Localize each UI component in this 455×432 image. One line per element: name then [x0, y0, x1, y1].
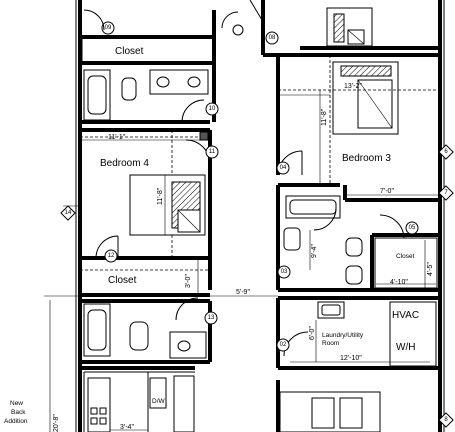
- walls: [75, 0, 445, 432]
- closet-mid-label: Closet: [108, 275, 137, 286]
- door-tag-12: 12: [104, 249, 118, 263]
- svg-text:7: 7: [444, 190, 448, 196]
- svg-text:04: 04: [280, 165, 287, 171]
- grid-tag-8: 8: [438, 412, 454, 428]
- door-tag-08: 08: [265, 31, 279, 45]
- bathroom-2: [83, 297, 207, 359]
- closet-small-label: Closet: [396, 253, 415, 260]
- water-heater-label: W/H: [396, 342, 415, 353]
- door-tag-13: 13: [204, 311, 218, 325]
- hvac-label: HVAC: [392, 310, 419, 321]
- door-tag-04: 04: [276, 161, 290, 175]
- bedroom-3-label: Bedroom 3: [342, 153, 391, 164]
- dim-hall-width: 7'-0": [380, 188, 394, 195]
- dimension-lines: [44, 90, 446, 432]
- bedroom-4-label: Bedroom 4: [100, 158, 149, 169]
- dim-closet-small-w: 4'-10": [390, 279, 408, 286]
- svg-text:13: 13: [208, 315, 215, 321]
- svg-text:05: 05: [409, 225, 416, 231]
- bathroom-3: [283, 195, 438, 289]
- addition-label-2: Back: [11, 409, 26, 416]
- addition-label-1: New: [10, 400, 23, 407]
- dim-bath-depth: 9'-4": [311, 244, 318, 258]
- svg-text:8: 8: [444, 417, 448, 423]
- bedroom-4: [80, 130, 211, 271]
- grid-tag-7: 7: [438, 185, 454, 201]
- dim-bed4-width: 11'-1": [108, 134, 126, 141]
- dishwasher-label: D/W: [152, 398, 166, 405]
- grid-tag-6: 6: [438, 144, 454, 160]
- dim-laundry-depth: 6'-0": [309, 326, 316, 340]
- door-tag-02: 02: [276, 338, 290, 352]
- laundry-room: [283, 301, 437, 367]
- svg-text:12: 12: [108, 253, 115, 259]
- door-tag-10: 10: [205, 102, 219, 116]
- bathroom-1: [83, 69, 209, 123]
- dim-closet-mid-d: 3'-0": [185, 274, 192, 288]
- svg-text:6: 6: [444, 149, 448, 155]
- door-tag-11: 11: [205, 145, 219, 159]
- dim-laundry-width: 12'-10": [340, 355, 362, 362]
- door-tag-03: 03: [277, 265, 291, 279]
- dim-closet-small-d: 4'-5": [427, 262, 434, 276]
- dim-kitchen-w: 3'-4": [120, 424, 134, 431]
- grid-tag-14: 14: [60, 205, 76, 221]
- door-tag-05: 05: [405, 221, 419, 235]
- closet-top-label: Closet: [115, 46, 144, 57]
- addition-label-3: Addition: [4, 418, 28, 425]
- svg-text:14: 14: [65, 210, 72, 216]
- kitchen: [87, 375, 381, 432]
- dim-bed3-depth: 11'-8": [321, 108, 328, 126]
- svg-text:09: 09: [105, 25, 112, 31]
- svg-text:02: 02: [280, 342, 287, 348]
- dim-addition-depth: 20'-8": [53, 414, 60, 432]
- laundry-label-1: Laundry/Utility: [322, 332, 364, 339]
- dim-bed3-width: 13'-2": [344, 83, 362, 90]
- dim-bed4-depth: 11'-8": [157, 187, 164, 205]
- outlet-icon: [232, 24, 244, 36]
- laundry-label-2: Room: [322, 340, 339, 347]
- bed-top: [326, 7, 373, 47]
- bedroom-3: [277, 55, 440, 185]
- svg-text:08: 08: [269, 35, 276, 41]
- dim-hall-length: 5'-9": [236, 289, 250, 296]
- door-tag-09: 09: [101, 21, 115, 35]
- svg-text:11: 11: [209, 149, 216, 155]
- svg-text:10: 10: [209, 106, 216, 112]
- svg-text:03: 03: [281, 269, 288, 275]
